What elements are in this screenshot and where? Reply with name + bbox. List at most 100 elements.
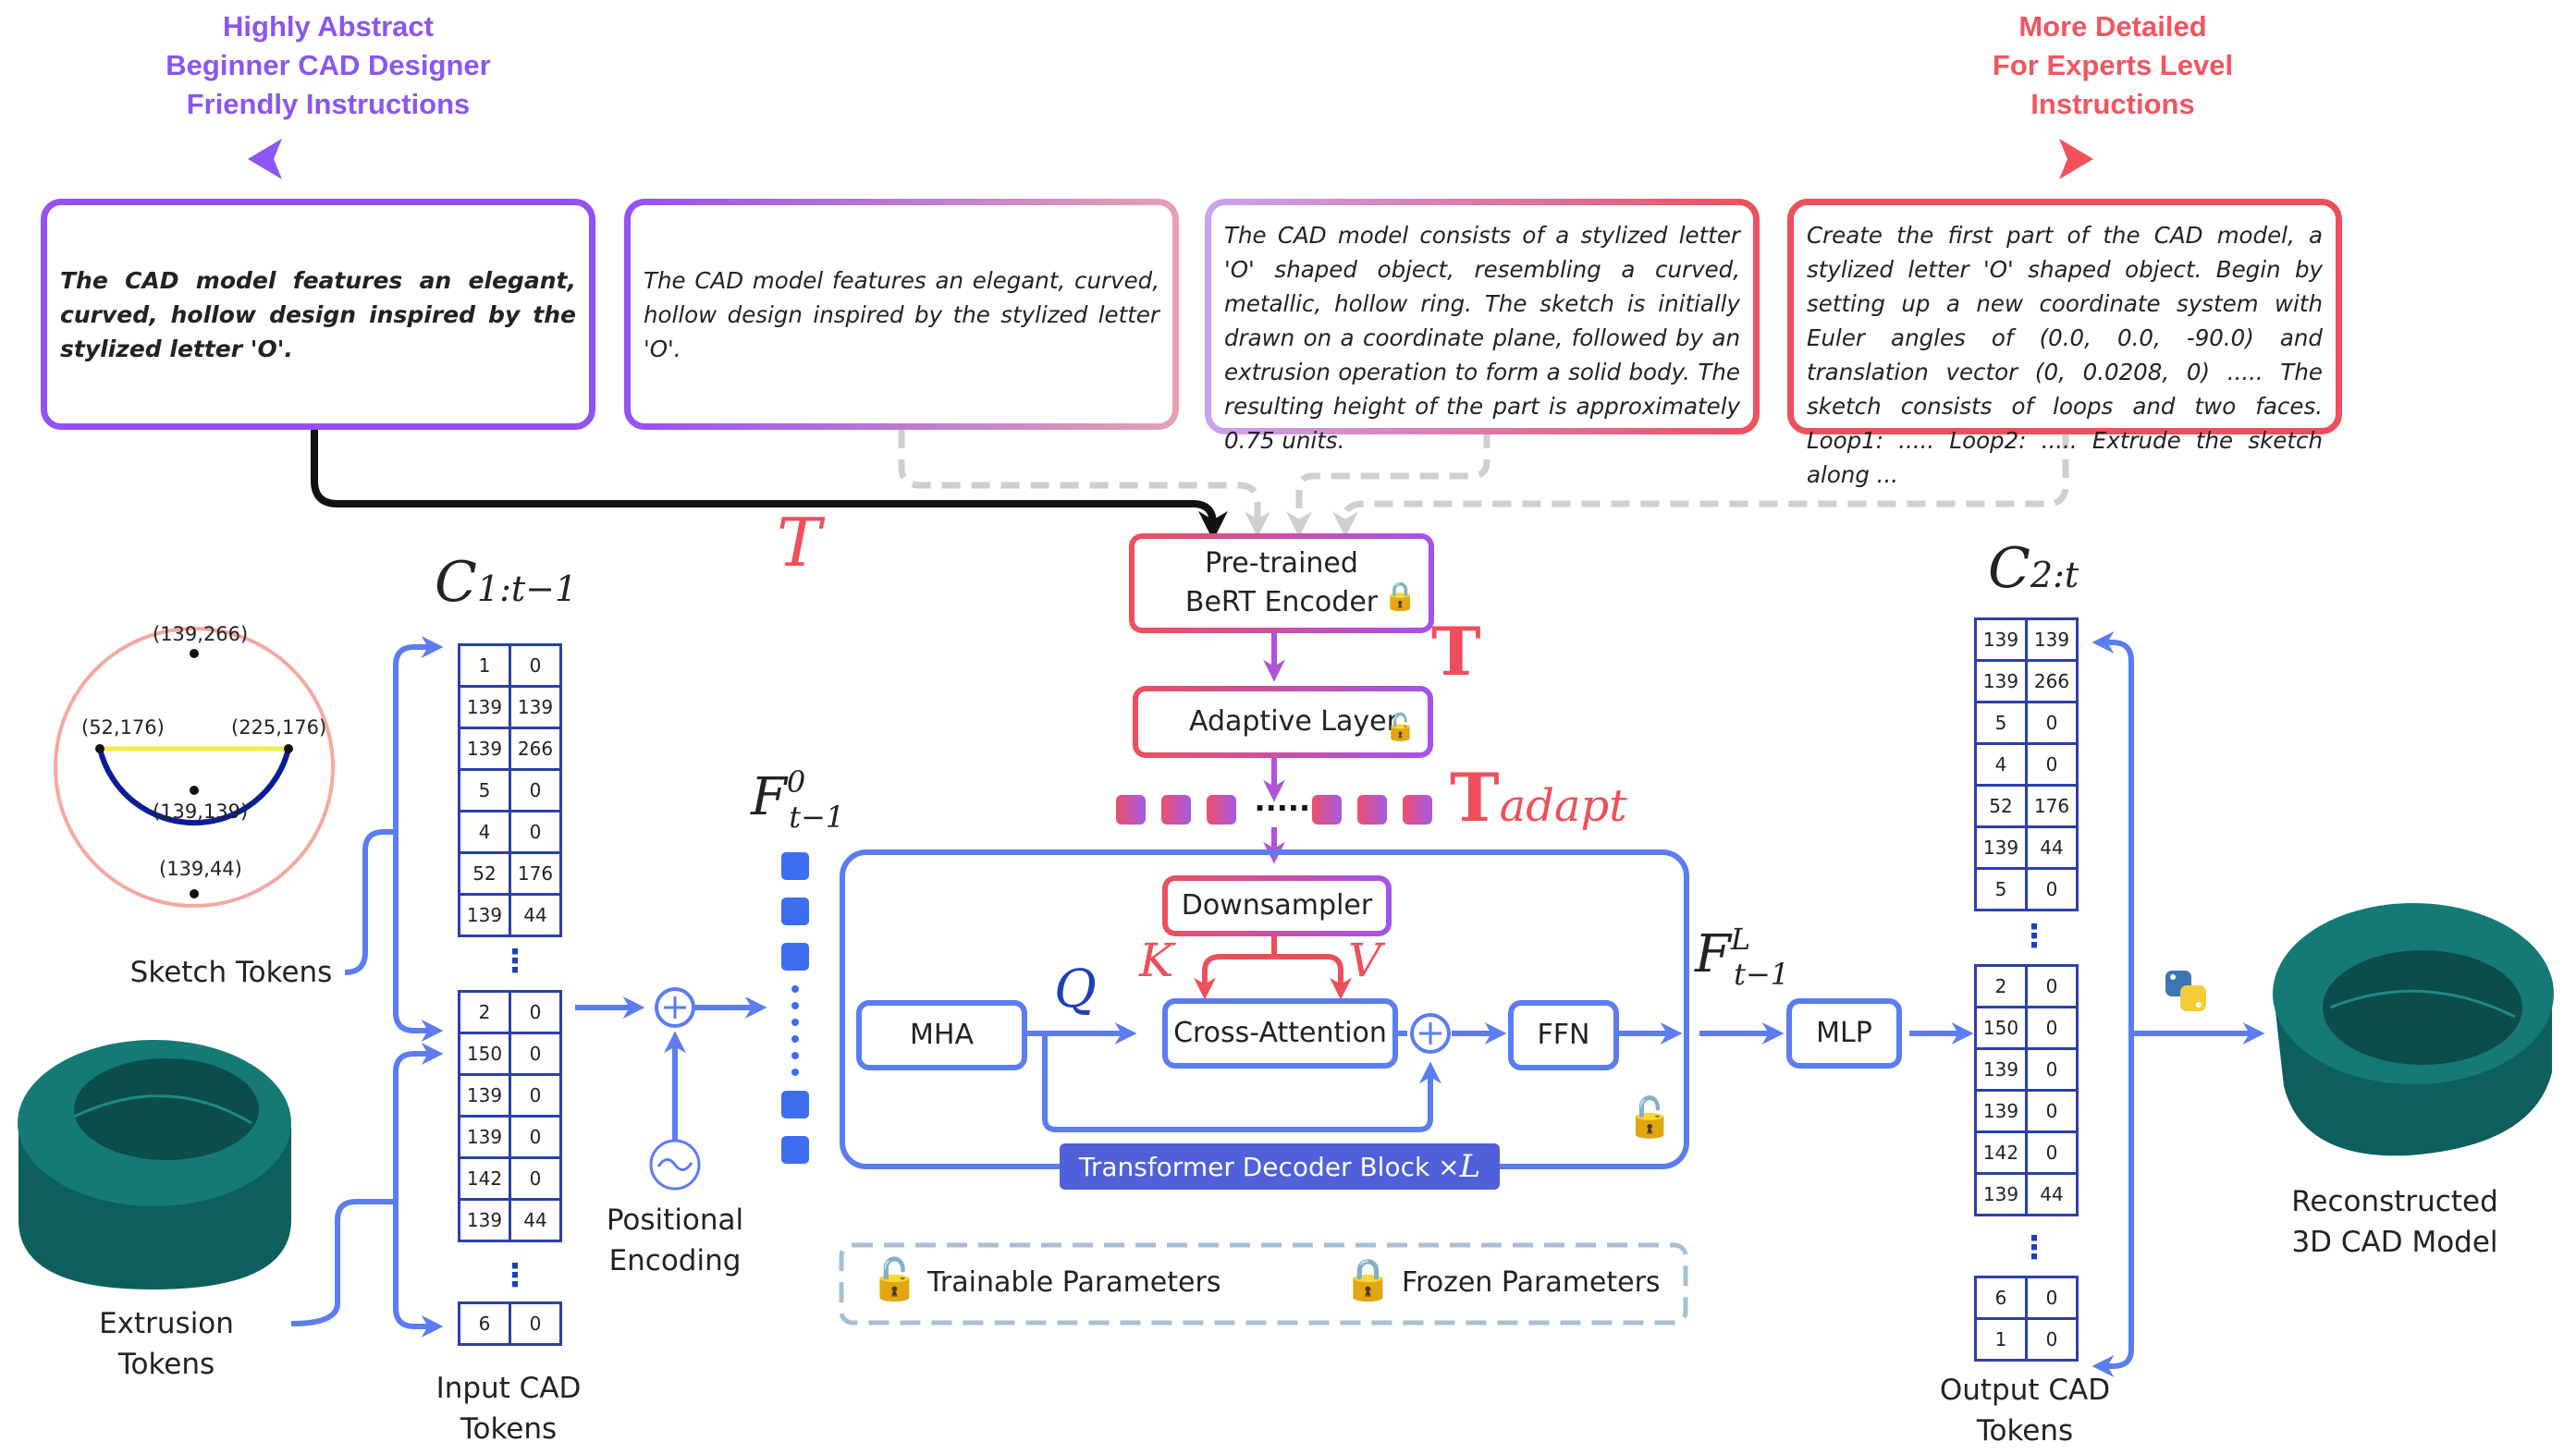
symbol-base: C	[435, 550, 477, 615]
trainable-lock-icon: 🔓	[1384, 712, 1417, 742]
symbol-sub: t−1	[789, 800, 845, 835]
token-cell: 0	[509, 990, 562, 1034]
detailed-label-line: More Detailed	[2018, 10, 2207, 43]
f0-token-column	[781, 852, 809, 1164]
token-cell: 6	[458, 1301, 511, 1346]
token-cell: 52	[1974, 784, 2028, 828]
label-line: Reconstructed	[2291, 1185, 2498, 1218]
symbol-sub: 2:t	[2030, 555, 2079, 595]
token-cell: 0	[509, 643, 562, 688]
downsampler: Downsampler	[1162, 875, 1392, 936]
token-cell: 0	[509, 810, 562, 854]
token-cell: 44	[2025, 1172, 2079, 1216]
decoder-input-symbol: F0t−1	[751, 764, 861, 835]
mlp: MLP	[1786, 998, 1902, 1069]
token-cell: 0	[2025, 1047, 2079, 1092]
token-cell: 1	[1974, 1317, 2028, 1362]
token-cell: 5	[1974, 867, 2028, 911]
label-line: Input CAD	[435, 1372, 582, 1405]
token-cell: 44	[509, 893, 562, 937]
token-cell: 139	[1974, 825, 2028, 870]
adaptive-layer: Adaptive Layer 🔓	[1133, 686, 1433, 758]
token-cell: 139	[458, 727, 511, 771]
prompt-to-bert-arrow	[311, 430, 1228, 541]
token-cell: 139	[458, 893, 511, 937]
token-cell: 0	[2025, 1130, 2079, 1175]
frozen-lock-icon: 🔒	[1343, 1257, 1393, 1302]
token-cell: 0	[2025, 1276, 2079, 1320]
prompt-advanced: The CAD model consists of a stylized let…	[1205, 199, 1760, 454]
sketch-diagram	[54, 627, 335, 908]
token-cell: 4	[1974, 742, 2028, 787]
adapted-embedding-symbol: Tadapt	[1450, 758, 1627, 837]
abstract-label-line: Friendly Instructions	[186, 88, 471, 120]
label-line: Encoding	[608, 1244, 742, 1277]
token-cell: 44	[2025, 825, 2079, 870]
bert-output-symbol: T	[1431, 612, 1481, 690]
coord-right: (225,176)	[231, 716, 327, 739]
key-symbol: K	[1139, 934, 1174, 987]
token-cell: 0	[509, 1032, 562, 1076]
token-cell: 139	[1974, 617, 2028, 662]
token-cell: 139	[1974, 1047, 2028, 1092]
token-cell: 139	[458, 1073, 511, 1118]
token-cell: 139	[1974, 1172, 2028, 1216]
module-label: Cross-Attention	[1173, 1017, 1387, 1049]
coord-top: (139,266)	[153, 623, 249, 645]
legend-frozen: Frozen Parameters	[1402, 1266, 1661, 1299]
token-cell: 2	[458, 990, 511, 1034]
symbol-sup: 0	[786, 764, 806, 800]
symbol-sub: t−1	[1734, 957, 1790, 992]
input-vdots: ⋮	[499, 1258, 531, 1293]
token-cell: 5	[1974, 701, 2028, 745]
adapted-text-tokens	[1116, 795, 1432, 825]
output-vdots: ⋮	[2018, 1230, 2050, 1265]
prompt-expert: Create the first part of the CAD model, …	[1787, 199, 2342, 488]
token-cell: 176	[2025, 784, 2079, 828]
token-cell: 0	[2025, 964, 2079, 1008]
abstract-label-line: Beginner CAD Designer	[166, 49, 491, 81]
trainable-lock-icon: 🔓	[1625, 1095, 1674, 1139]
output-arrows	[1699, 631, 2265, 1377]
token-cell: 0	[509, 1115, 562, 1159]
module-label: Pre-trained	[1205, 547, 1358, 580]
module-label: BeRT Encoder	[1184, 586, 1379, 618]
coord-center: (139,139)	[153, 800, 249, 823]
trainable-lock-icon: 🔓	[869, 1257, 920, 1302]
symbol-sub: adapt	[1499, 780, 1627, 832]
token-cell: 142	[1974, 1130, 2028, 1175]
label-line: Tokens	[460, 1412, 558, 1446]
abstract-label-line: Highly Abstract	[223, 10, 434, 43]
token-cell: 150	[1974, 1006, 2028, 1050]
token-cell: 0	[2025, 701, 2079, 745]
extrusion-tokens-label: Extrusion Tokens	[99, 1307, 234, 1381]
token-cell: 0	[2025, 1317, 2079, 1362]
coord-bottom: (139,44)	[159, 858, 242, 880]
coord-left: (52,176)	[81, 716, 165, 739]
label-line: 3D CAD Model	[2291, 1226, 2498, 1259]
token-cell: 139	[2025, 617, 2079, 662]
positional-encoding-label: Positional Encoding	[583, 1200, 767, 1281]
symbol-sub: 1:t−1	[476, 568, 578, 609]
symbol-base: C	[1988, 536, 2030, 601]
legend-box	[839, 1242, 1688, 1326]
module-label: Downsampler	[1181, 889, 1373, 922]
